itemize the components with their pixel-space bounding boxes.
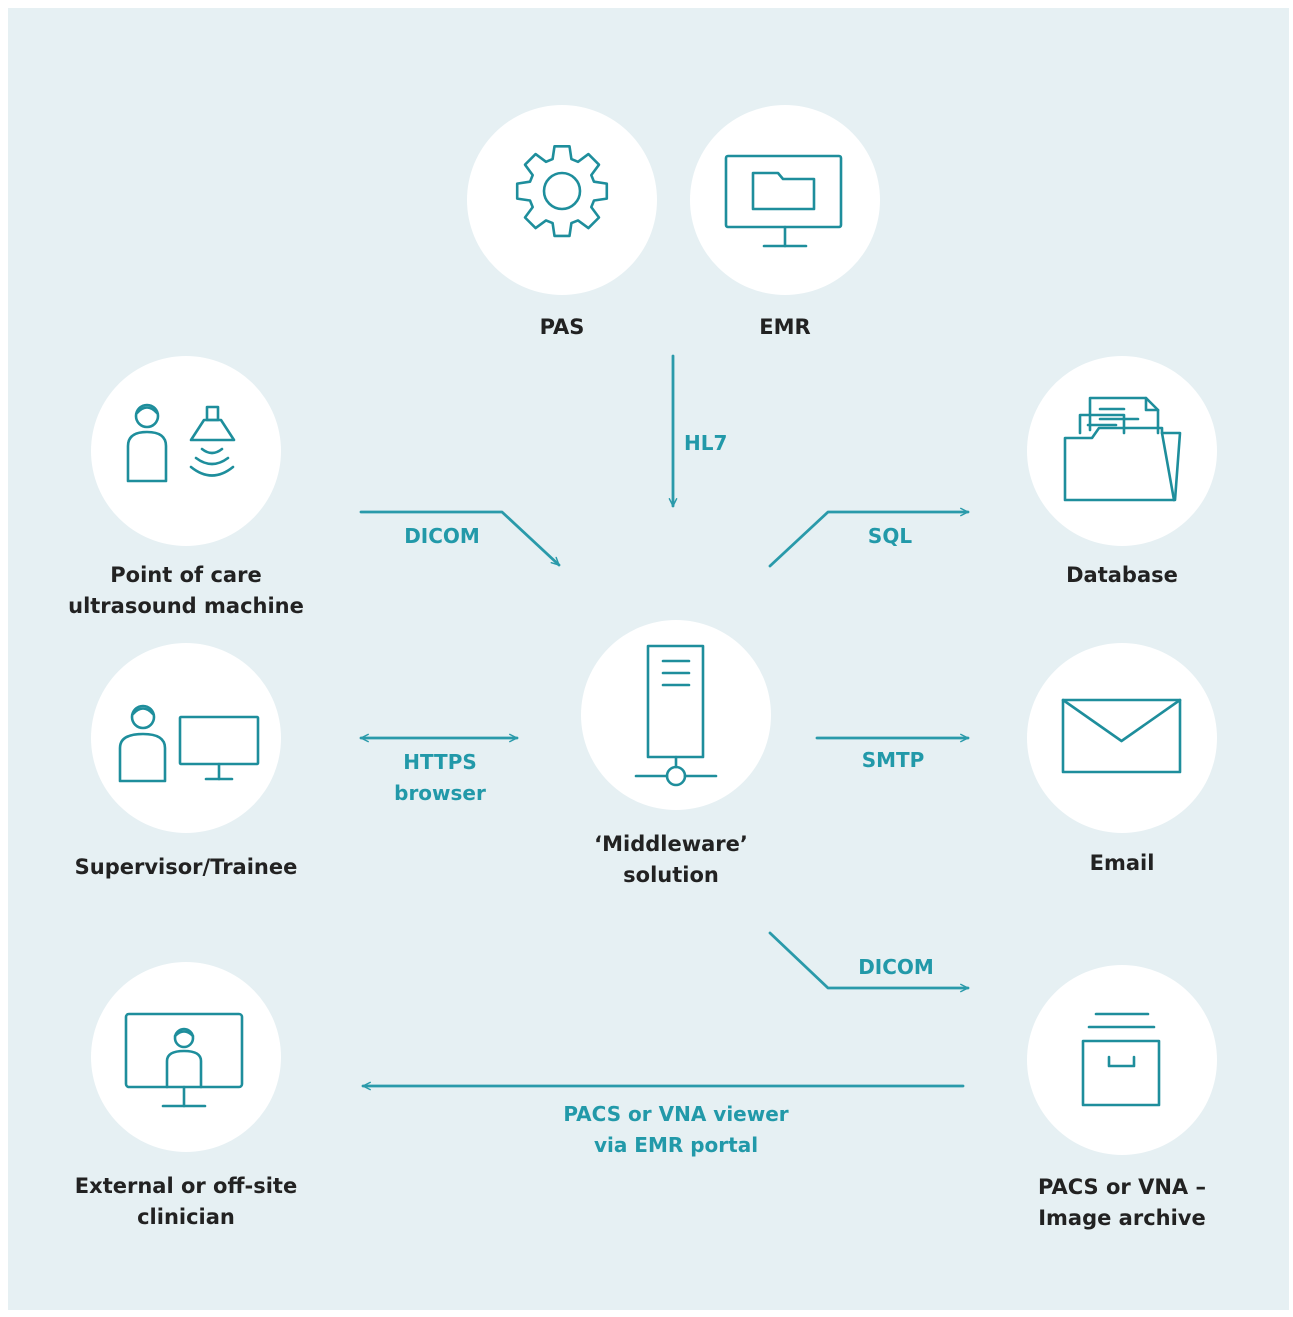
edge-hl7: HL7 bbox=[668, 354, 727, 508]
edge-https: HTTPS browser bbox=[359, 733, 519, 805]
middleware-label-line1: ‘Middleware’ bbox=[594, 832, 748, 856]
pacs-viewer-label-line2: via EMR portal bbox=[594, 1133, 758, 1157]
person-ultrasound-probe-icon bbox=[126, 403, 236, 483]
node-email: Email bbox=[1027, 643, 1217, 875]
server-icon bbox=[634, 644, 718, 787]
supervisor-disc bbox=[91, 643, 281, 833]
pacs-viewer-label-line1: PACS or VNA viewer bbox=[563, 1102, 788, 1126]
email-label: Email bbox=[1090, 851, 1155, 875]
sql-label: SQL bbox=[868, 524, 912, 548]
node-external-clinician: External or off-site clinician bbox=[75, 962, 297, 1229]
edge-sql: SQL bbox=[768, 507, 970, 568]
edge-smtp: SMTP bbox=[815, 733, 970, 772]
node-pacs-archive: PACS or VNA – Image archive bbox=[1027, 965, 1217, 1230]
edge-dicom-in: DICOM bbox=[359, 510, 561, 567]
poc-disc bbox=[91, 356, 281, 546]
middleware-label-line2: solution bbox=[623, 863, 719, 887]
dicom-in-label: DICOM bbox=[404, 524, 480, 548]
node-middleware: ‘Middleware’ solution bbox=[581, 620, 771, 887]
pacs-disc bbox=[1027, 965, 1217, 1155]
envelope-icon bbox=[1061, 698, 1182, 774]
archive-box-icon bbox=[1081, 1012, 1161, 1107]
poc-label-line1: Point of care bbox=[110, 563, 261, 587]
sql-arrow bbox=[768, 507, 970, 568]
emr-disc bbox=[690, 105, 880, 295]
external-disc bbox=[91, 962, 281, 1152]
external-label-line2: clinician bbox=[137, 1205, 235, 1229]
supervisor-label: Supervisor/Trainee bbox=[75, 855, 298, 879]
smtp-label: SMTP bbox=[862, 748, 925, 772]
person-monitor-icon bbox=[118, 704, 260, 783]
node-emr: EMR bbox=[690, 105, 880, 339]
https-label-line1: HTTPS bbox=[403, 750, 477, 774]
edge-dicom-out: DICOM bbox=[768, 931, 970, 993]
person-in-monitor-icon bbox=[124, 1012, 244, 1108]
node-supervisor-trainee: Supervisor/Trainee bbox=[75, 643, 298, 879]
edge-pacs-viewer: PACS or VNA viewer via EMR portal bbox=[361, 1081, 965, 1157]
database-disc bbox=[1027, 356, 1217, 546]
poc-label-line2: ultrasound machine bbox=[68, 594, 304, 618]
dicom-in-arrow bbox=[359, 510, 561, 567]
pas-disc bbox=[467, 105, 657, 295]
pacs-label-line1: PACS or VNA – bbox=[1038, 1175, 1206, 1199]
node-pas: PAS bbox=[467, 105, 657, 339]
pacs-label-line2: Image archive bbox=[1038, 1206, 1206, 1230]
file-folder-icon bbox=[1063, 396, 1182, 502]
pas-label: PAS bbox=[540, 315, 585, 339]
node-database: Database bbox=[1027, 356, 1217, 587]
node-point-of-care: Point of care ultrasound machine bbox=[68, 356, 304, 618]
database-label: Database bbox=[1066, 563, 1178, 587]
hl7-label: HL7 bbox=[684, 431, 727, 455]
email-disc bbox=[1027, 643, 1217, 833]
monitor-folder-icon bbox=[724, 154, 843, 248]
dicom-out-arrow bbox=[768, 931, 970, 993]
emr-label: EMR bbox=[759, 315, 810, 339]
external-label-line1: External or off-site bbox=[75, 1174, 297, 1198]
dicom-out-label: DICOM bbox=[858, 955, 934, 979]
https-label-line2: browser bbox=[394, 781, 486, 805]
middleware-disc bbox=[581, 620, 771, 810]
gear-icon bbox=[515, 145, 609, 238]
